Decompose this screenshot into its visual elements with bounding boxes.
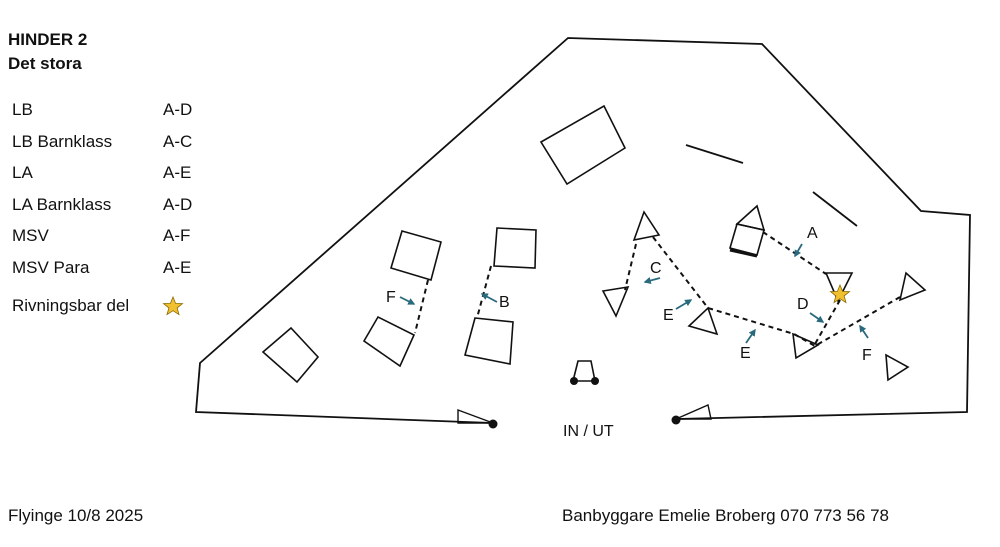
arena-fence xyxy=(195,37,971,424)
direction-arrow xyxy=(859,324,869,339)
legend-range: A-F xyxy=(163,226,191,246)
segment-path xyxy=(652,236,901,348)
direction-arrow xyxy=(809,312,825,323)
pole-obstacle xyxy=(812,191,858,227)
legend-row-la: LA A-E xyxy=(12,163,242,195)
gate-right xyxy=(671,404,712,425)
cone-marker xyxy=(632,210,661,242)
box-obstacle xyxy=(464,317,514,365)
legend-row-removable: Rivningsbar del xyxy=(12,295,242,328)
legend-range: A-C xyxy=(163,131,193,151)
course-subtitle: Det stora xyxy=(8,54,82,73)
footer-location-date: Flyinge 10/8 2025 xyxy=(8,506,144,525)
course-title: HINDER 2 xyxy=(8,30,88,49)
segment-b xyxy=(476,265,492,319)
legend-row-la-barnklass: LA Barnklass A-D xyxy=(12,195,242,227)
direction-arrow xyxy=(399,296,416,305)
box-obstacle xyxy=(390,230,442,282)
star-icon xyxy=(829,283,851,304)
legend-class: LA xyxy=(12,163,33,183)
cone-marker xyxy=(687,306,719,336)
pole-obstacle xyxy=(685,144,744,164)
legend-row-lb-barnklass: LB Barnklass A-C xyxy=(12,132,242,164)
label-e: E xyxy=(663,307,674,324)
direction-arrow xyxy=(643,277,661,284)
legend-row-lb: LB A-D xyxy=(12,100,242,132)
legend-row-msv-para: MSV Para A-E xyxy=(12,258,242,290)
cone-marker xyxy=(885,353,910,382)
label-f: F xyxy=(862,347,872,364)
label-d: D xyxy=(797,296,809,313)
legend-row-msv: MSV A-F xyxy=(12,226,242,258)
legend-range: A-D xyxy=(163,194,193,214)
label-e: E xyxy=(740,345,751,362)
direction-arrow xyxy=(480,293,498,303)
cone-marker xyxy=(824,272,854,303)
legend-range: A-E xyxy=(163,163,192,183)
legend-class: LB Barnklass xyxy=(12,131,113,151)
label-c: C xyxy=(650,260,662,277)
label-f: F xyxy=(386,289,396,306)
box-obstacle xyxy=(539,104,627,186)
legend-class: LB xyxy=(12,100,33,119)
box-obstacle-base xyxy=(729,248,758,258)
star-icon xyxy=(162,295,184,322)
box-obstacle xyxy=(261,326,320,384)
label-b: B xyxy=(499,294,510,311)
cone-marker xyxy=(735,204,766,232)
footer-course-designer: Banbyggare Emelie Broberg 070 773 56 78 xyxy=(562,506,890,525)
removable-label: Rivningsbar del xyxy=(12,295,130,315)
box-obstacle xyxy=(362,315,416,368)
legend-range: A-D xyxy=(163,100,193,119)
entrance-label: IN / UT xyxy=(563,423,614,440)
label-a: A xyxy=(807,225,818,242)
cone-marker xyxy=(601,285,630,318)
cone-marker xyxy=(792,332,820,360)
box-obstacle xyxy=(493,227,537,269)
legend-class: LA Barnklass xyxy=(12,194,112,214)
legend-class: MSV Para xyxy=(12,257,90,277)
segment-d xyxy=(814,299,841,345)
legend-class: MSV xyxy=(12,226,49,246)
cone-marker xyxy=(898,271,927,302)
direction-arrow xyxy=(794,243,803,258)
cart-icon xyxy=(570,360,599,385)
direction-arrow xyxy=(675,299,693,310)
segment-c xyxy=(624,243,637,291)
legend-range: A-E xyxy=(163,257,192,277)
class-legend: LB A-D LB Barnklass A-C LA A-E LA Barnkl… xyxy=(12,100,242,327)
gate-left xyxy=(457,408,498,429)
segment-f xyxy=(414,279,429,334)
direction-arrow xyxy=(745,328,756,344)
